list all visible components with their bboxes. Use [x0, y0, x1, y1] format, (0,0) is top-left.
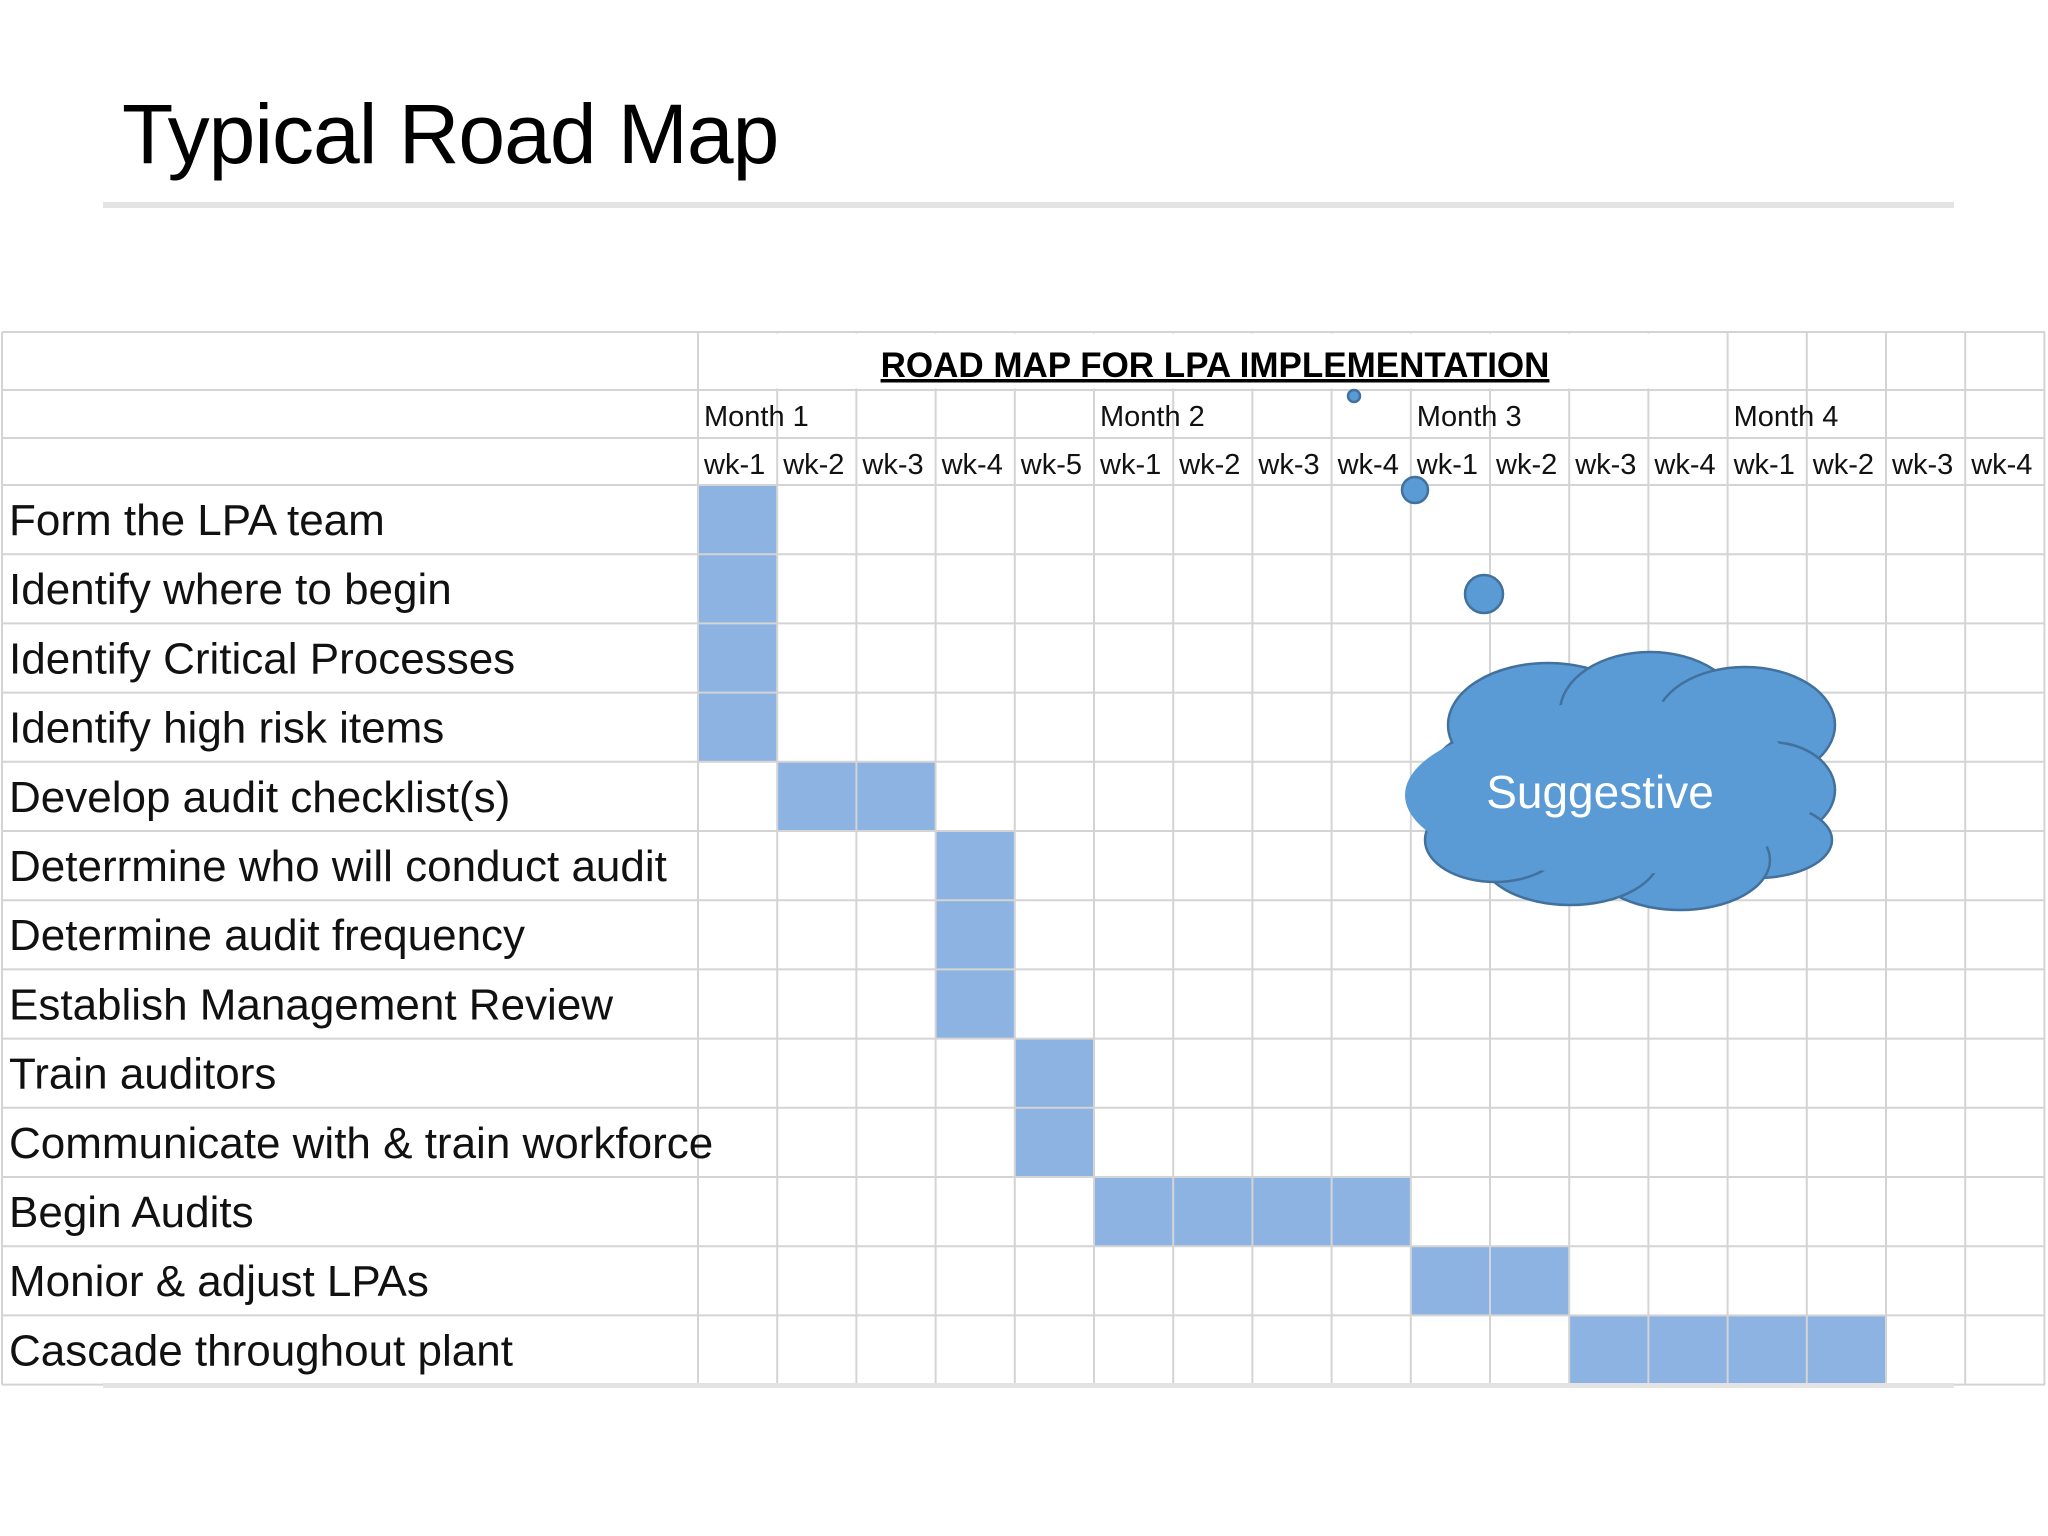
week-label: wk-2 [1812, 449, 1874, 481]
slide-title: Typical Road Map [122, 87, 779, 181]
thought-bubble-large [1463, 573, 1505, 615]
table-title: ROAD MAP FOR LPA IMPLEMENTATION [881, 346, 1550, 385]
task-label: Identify Critical Processes [9, 634, 515, 683]
task-label: Form the LPA team [9, 496, 385, 545]
table-labels: ROAD MAP FOR LPA IMPLEMENTATION Month 1 M… [9, 346, 2032, 1375]
title-cell [699, 333, 1727, 389]
task-label: Identify high risk items [9, 704, 444, 753]
task-label: Begin Audits [9, 1188, 254, 1237]
gantt-bar [698, 554, 778, 624]
task-label: Identify where to begin [9, 565, 452, 614]
gantt-bar [698, 692, 778, 762]
suggestive-callout: Suggestive [1346, 388, 1837, 912]
week-label: wk-4 [1970, 449, 2032, 481]
task-label: Monior & adjust LPAs [9, 1257, 429, 1306]
task-label: Cascade throughout plant [9, 1326, 513, 1375]
week-label: wk-3 [1574, 449, 1636, 481]
week-label: wk-5 [1020, 449, 1082, 481]
thought-bubble-medium [1400, 475, 1430, 505]
gantt-bar [935, 900, 1015, 970]
task-label: Develop audit checklist(s) [9, 773, 510, 822]
gantt-bar [1014, 1107, 1094, 1177]
month-label: Month 4 [1734, 401, 1839, 433]
week-label: wk-2 [1495, 449, 1557, 481]
title-divider [103, 202, 1954, 208]
week-label: wk-3 [1257, 449, 1319, 481]
week-label: wk-4 [1337, 449, 1399, 481]
week-label: wk-3 [1891, 449, 1953, 481]
task-label: Train auditors [9, 1050, 276, 1099]
week-label: wk-3 [861, 449, 923, 481]
week-label: wk-1 [703, 449, 765, 481]
gantt-bar [698, 485, 778, 555]
task-label: Deterrmine who will conduct audit [9, 842, 667, 891]
task-label: Determine audit frequency [9, 911, 525, 960]
week-label: wk-2 [782, 449, 844, 481]
week-label: wk-1 [1733, 449, 1795, 481]
gantt-bar [935, 831, 1015, 901]
task-label: Communicate with & train workforce [9, 1119, 713, 1168]
month-label: Month 2 [1100, 401, 1205, 433]
thought-cloud [1405, 650, 1837, 912]
callout-text: Suggestive [1486, 766, 1714, 818]
gantt-bar [935, 969, 1015, 1039]
week-label: wk-2 [1178, 449, 1240, 481]
thought-bubble-small [1346, 388, 1362, 404]
month-label: Month 3 [1417, 401, 1522, 433]
footer-divider [103, 1383, 1954, 1388]
gantt-bar [1014, 1038, 1094, 1108]
task-label: Establish Management Review [9, 980, 613, 1029]
gantt-bars [698, 485, 1886, 1385]
week-label: wk-4 [941, 449, 1003, 481]
month-label: Month 1 [704, 401, 809, 433]
week-label: wk-4 [1653, 449, 1715, 481]
week-label: wk-1 [1099, 449, 1161, 481]
week-label: wk-1 [1416, 449, 1478, 481]
gantt-bar [698, 623, 778, 693]
